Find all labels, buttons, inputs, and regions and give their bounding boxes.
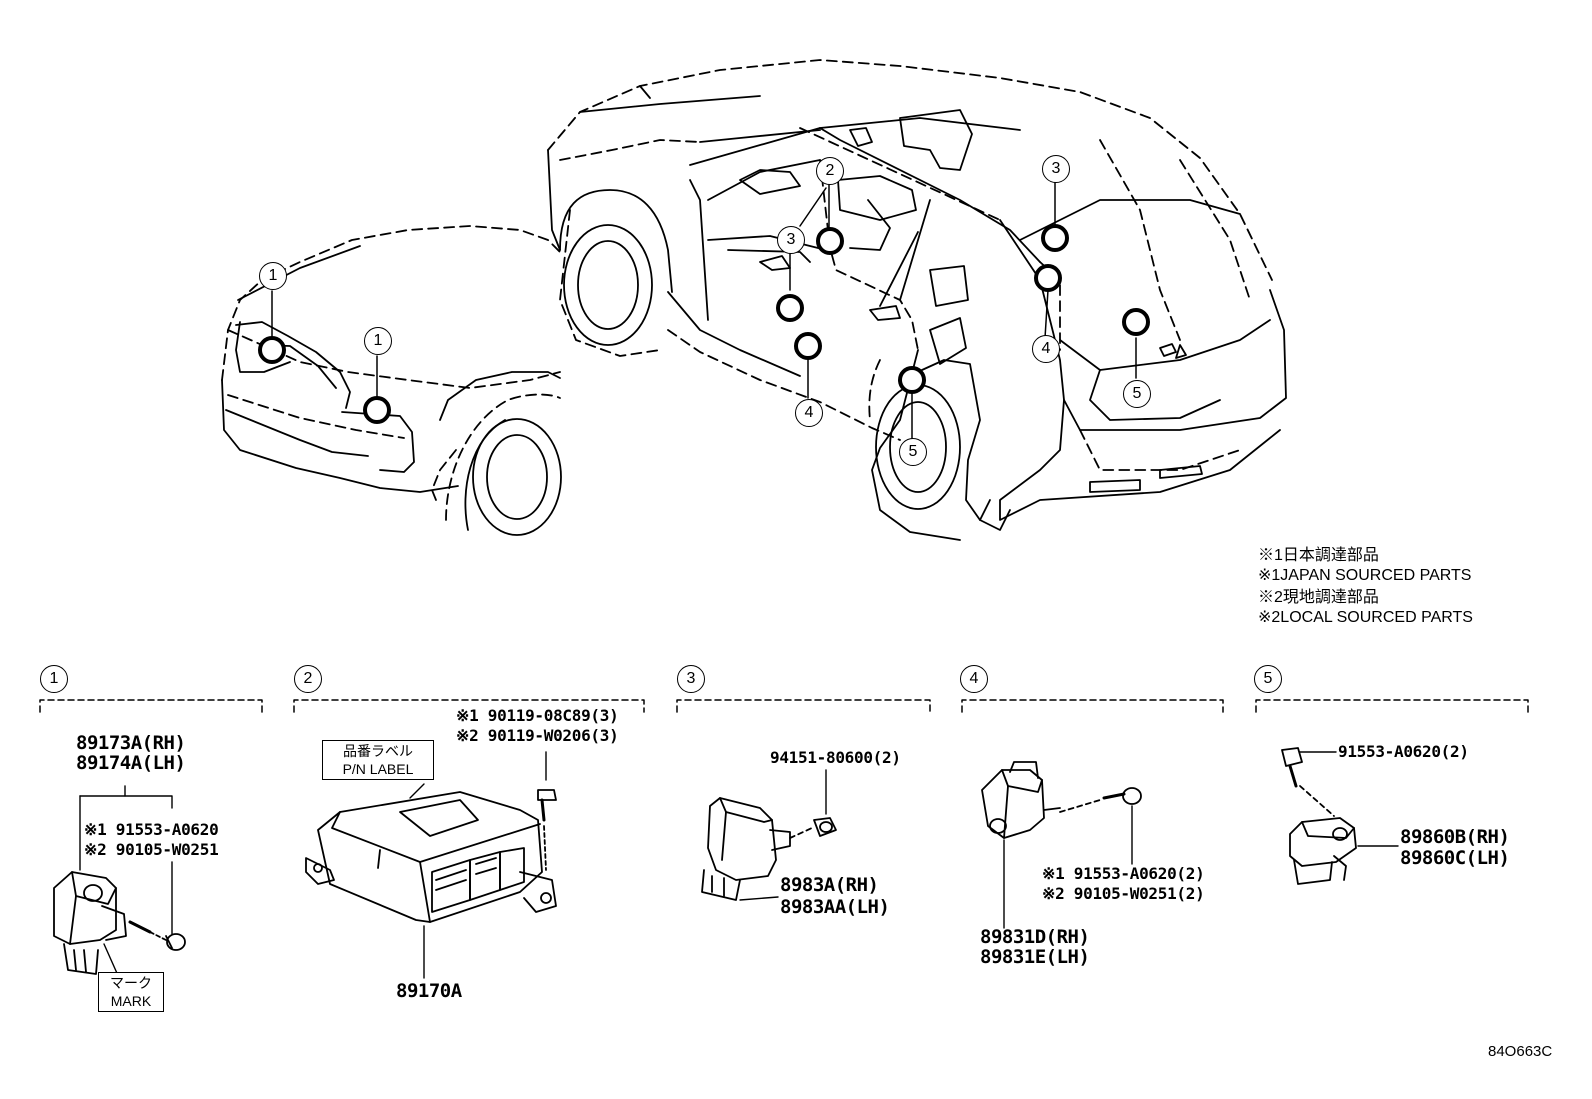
section-5-number: 5 [1254,665,1282,693]
section-3-number: 3 [677,665,705,693]
s5-part-rh: 89860B(RH) [1400,826,1510,848]
section-2-number: 2 [294,665,322,693]
section-1-number: 1 [40,665,68,693]
s1-mark-en: MARK [110,993,152,1009]
s2-part-number: 89170A [396,980,462,1002]
s5-bolt: 91553-A0620(2) [1338,742,1469,761]
legend-line-2: ※1JAPAN SOURCED PARTS [1258,567,1472,584]
s4-bolt-japan: ※1 91553-A0620(2) [1042,864,1205,883]
s1-part-rh: 89173A(RH) [76,732,186,754]
legend-line-3: ※2現地調達部品 [1258,589,1379,606]
rear-vehicle-view [547,59,1287,541]
legend-line-4: ※2LOCAL SOURCED PARTS [1258,609,1473,626]
s3-part-lh: 8983AA(LH) [780,896,890,918]
s4-bolt-local: ※2 90105-W0251(2) [1042,884,1205,903]
callout-leaders [271,179,1137,439]
callout-4-front-door: 4 [795,399,823,427]
s2-label-en: P/N LABEL [342,761,414,777]
callout-1-front-upper: 1 [259,262,287,290]
s1-mark-jp: マーク [110,975,152,991]
front-vehicle-view [221,225,562,536]
s4-part-rh: 89831D(RH) [980,926,1090,948]
sensor-locations [258,224,1150,424]
s1-mark-label: マーク MARK [98,972,164,1012]
section-brackets [39,699,1529,713]
s3-part-rh: 8983A(RH) [780,874,879,896]
callout-5-tailgate: 5 [1123,380,1151,408]
s2-bolt-japan: ※1 90119-08C89(3) [456,706,619,725]
part-rear-sensor [1281,747,1399,885]
s5-part-lh: 89860C(LH) [1400,847,1510,869]
callout-3-rear: 3 [1042,155,1070,183]
s2-bolt-local: ※2 90119-W0206(3) [456,726,619,745]
part-side-sensor [701,769,837,901]
part-door-sensor [981,761,1142,929]
s1-bolt-japan: ※1 91553-A0620 [84,820,219,839]
figure-code: 84O663C [1488,1043,1553,1060]
s4-part-lh: 89831E(LH) [980,946,1090,968]
s2-pn-label-box: 品番ラベル P/N LABEL [322,740,434,780]
callout-1-front-lower: 1 [364,327,392,355]
callout-2-interior: 2 [816,157,844,185]
s3-nut: 94151-80600(2) [770,748,901,767]
legend-line-1: ※1日本調達部品 [1258,547,1379,564]
s1-part-lh: 89174A(LH) [76,752,186,774]
section-4-number: 4 [960,665,988,693]
s2-label-jp: 品番ラベル [343,743,413,759]
callout-4-rear-door: 4 [1032,335,1060,363]
s1-bolt-local: ※2 90105-W0251 [84,840,219,859]
part-front-sensor [53,785,186,981]
part-airbag-ecu [305,751,557,979]
callout-3-front-door: 3 [777,226,805,254]
callout-5-rear-wheel: 5 [899,438,927,466]
